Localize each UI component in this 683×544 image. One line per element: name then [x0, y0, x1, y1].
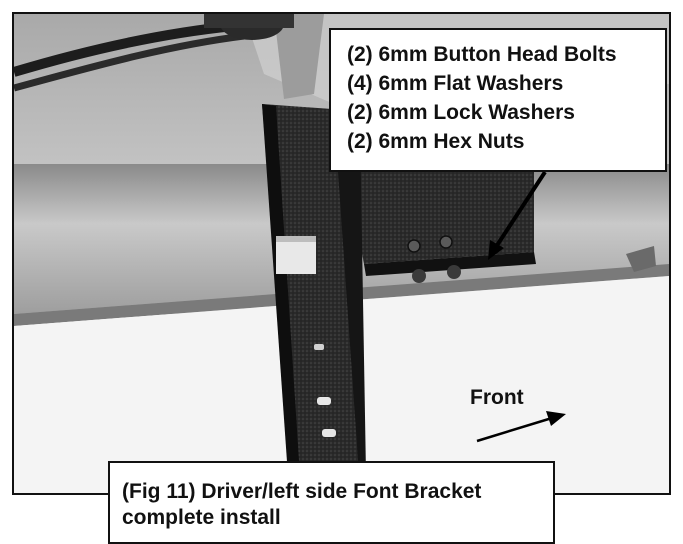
hardware-item-hex-nuts: (2) 6mm Hex Nuts: [347, 130, 525, 153]
caption-line-2: complete install: [122, 506, 281, 529]
hardware-item-bolts: (2) 6mm Button Head Bolts: [347, 43, 617, 66]
hardware-callout-box: (2) 6mm Button Head Bolts (4) 6mm Flat W…: [329, 28, 667, 172]
figure-caption-box: (Fig 11) Driver/left side Font Bracket c…: [108, 461, 555, 544]
caption-line-1: (Fig 11) Driver/left side Font Bracket: [122, 480, 482, 503]
hardware-item-flat-washers: (4) 6mm Flat Washers: [347, 72, 564, 95]
vertical-bracket: [262, 104, 359, 476]
front-direction-label: Front: [470, 386, 524, 409]
hardware-item-lock-washers: (2) 6mm Lock Washers: [347, 101, 575, 124]
